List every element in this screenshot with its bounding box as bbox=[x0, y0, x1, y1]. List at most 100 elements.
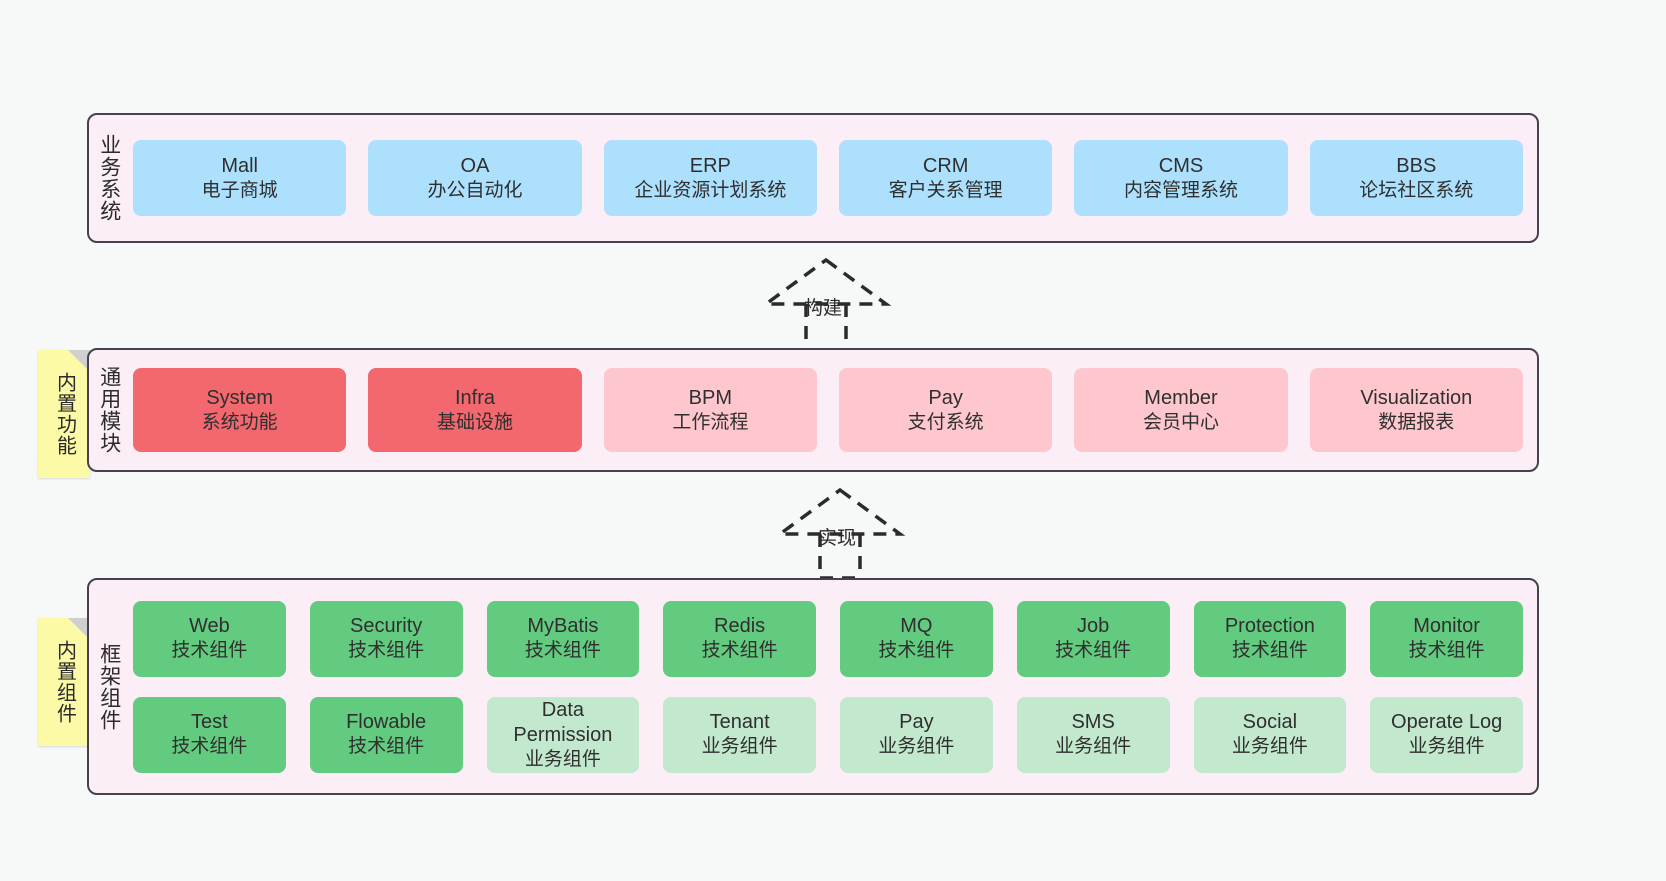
node-protection[interactable]: Protection 技术组件 bbox=[1193, 600, 1347, 677]
node-test-desc: 技术组件 bbox=[171, 736, 248, 758]
node-crm[interactable]: CRM 客户关系管理 bbox=[838, 140, 1053, 216]
node-redis-title: Redis bbox=[714, 615, 766, 638]
node-mybatis-title: MyBatis bbox=[527, 615, 599, 638]
node-data-permission[interactable]: Data Permission 业务组件 bbox=[486, 696, 640, 773]
node-protection-title: Protection bbox=[1224, 615, 1315, 638]
node-visualization-title: Visualization bbox=[1360, 386, 1473, 409]
node-erp-title: ERP bbox=[689, 154, 731, 177]
node-infra-title: Infra bbox=[454, 386, 495, 409]
node-pay-module[interactable]: Pay 支付系统 bbox=[838, 368, 1053, 452]
node-security-title: Security bbox=[350, 615, 423, 638]
node-web-desc: 技术组件 bbox=[171, 640, 248, 662]
layer-framework-component-body: Web 技术组件 Security 技术组件 MyBatis 技术组件 Redi… bbox=[129, 580, 1537, 793]
node-flowable-title: Flowable bbox=[346, 711, 427, 734]
node-sms-desc: 业务组件 bbox=[1055, 736, 1132, 758]
node-tenant-desc: 业务组件 bbox=[701, 736, 778, 758]
layer-common-module: 通用模块 System 系统功能 Infra 基础设施 BPM 工作流程 Pay bbox=[87, 348, 1539, 472]
sticky-note-builtin-function-label: 内置功能 bbox=[53, 372, 76, 456]
node-infra[interactable]: Infra 基础设施 bbox=[368, 368, 582, 452]
node-flowable-desc: 技术组件 bbox=[348, 736, 425, 758]
node-pay-component-title: Pay bbox=[899, 711, 934, 734]
node-tenant-title: Tenant bbox=[709, 711, 770, 734]
node-redis-desc: 技术组件 bbox=[701, 640, 778, 662]
connector-implement: 实现 bbox=[766, 478, 916, 580]
node-operate-log-title: Operate Log bbox=[1391, 711, 1503, 734]
node-mall-title: Mall bbox=[221, 154, 258, 177]
node-tenant[interactable]: Tenant 业务组件 bbox=[663, 696, 816, 773]
node-social-title: Social bbox=[1242, 711, 1298, 734]
node-security-desc: 技术组件 bbox=[348, 640, 425, 662]
connector-build: 构建 bbox=[752, 248, 902, 353]
node-oa[interactable]: OA 办公自动化 bbox=[368, 140, 582, 216]
node-monitor-title: Monitor bbox=[1413, 615, 1480, 638]
node-security[interactable]: Security 技术组件 bbox=[309, 600, 463, 677]
common-node-row: System 系统功能 Infra 基础设施 BPM 工作流程 Pay 支付系统… bbox=[133, 368, 1523, 452]
framework-node-row-1: Web 技术组件 Security 技术组件 MyBatis 技术组件 Redi… bbox=[133, 600, 1523, 677]
node-cms[interactable]: CMS 内容管理系统 bbox=[1074, 140, 1288, 216]
node-sms[interactable]: SMS 业务组件 bbox=[1016, 696, 1170, 773]
node-test[interactable]: Test 技术组件 bbox=[133, 696, 286, 773]
node-system-title: System bbox=[206, 386, 273, 409]
layer-framework-component: 框架组件 Web 技术组件 Security 技术组件 MyBatis 技术组件… bbox=[87, 578, 1539, 795]
node-oa-desc: 办公自动化 bbox=[427, 179, 523, 201]
node-mybatis[interactable]: MyBatis 技术组件 bbox=[486, 600, 640, 677]
sticky-fold-corner-icon bbox=[68, 350, 90, 372]
node-cms-desc: 内容管理系统 bbox=[1123, 179, 1238, 201]
node-flowable[interactable]: Flowable 技术组件 bbox=[309, 696, 463, 773]
node-redis[interactable]: Redis 技术组件 bbox=[663, 600, 816, 677]
node-bbs[interactable]: BBS 论坛社区系统 bbox=[1309, 140, 1523, 216]
node-system-desc: 系统功能 bbox=[201, 411, 278, 433]
node-mq[interactable]: MQ 技术组件 bbox=[840, 600, 993, 677]
node-social[interactable]: Social 业务组件 bbox=[1193, 696, 1347, 773]
node-monitor-desc: 技术组件 bbox=[1408, 640, 1485, 662]
node-operate-log-desc: 业务组件 bbox=[1408, 736, 1485, 758]
connector-implement-label: 实现 bbox=[818, 528, 857, 549]
node-system[interactable]: System 系统功能 bbox=[133, 368, 347, 452]
node-member[interactable]: Member 会员中心 bbox=[1074, 368, 1288, 452]
layer-business-system-label: 业务系统 bbox=[97, 134, 121, 222]
node-bpm-desc: 工作流程 bbox=[672, 411, 749, 433]
node-visualization-desc: 数据报表 bbox=[1378, 411, 1455, 433]
layer-business-system-body: Mall 电子商城 OA 办公自动化 ERP 企业资源计划系统 CRM 客户关系… bbox=[129, 115, 1537, 241]
node-social-desc: 业务组件 bbox=[1231, 736, 1308, 758]
connector-build-label: 构建 bbox=[804, 298, 843, 319]
node-web[interactable]: Web 技术组件 bbox=[133, 600, 286, 677]
layer-common-module-label: 通用模块 bbox=[97, 366, 121, 454]
node-bbs-title: BBS bbox=[1396, 154, 1437, 177]
node-protection-desc: 技术组件 bbox=[1231, 640, 1308, 662]
layer-framework-component-label: 框架组件 bbox=[97, 642, 121, 731]
node-crm-desc: 客户关系管理 bbox=[888, 179, 1003, 201]
sticky-note-builtin-function: 内置功能 bbox=[38, 350, 90, 478]
node-monitor[interactable]: Monitor 技术组件 bbox=[1370, 600, 1523, 677]
node-mq-desc: 技术组件 bbox=[878, 640, 955, 662]
node-job[interactable]: Job 技术组件 bbox=[1016, 600, 1170, 677]
sticky-note-builtin-component: 内置组件 bbox=[38, 618, 90, 746]
layer-business-system: 业务系统 Mall 电子商城 OA 办公自动化 ERP 企业资源计划系统 CRM bbox=[87, 113, 1539, 243]
node-web-title: Web bbox=[188, 615, 230, 638]
node-bbs-desc: 论坛社区系统 bbox=[1359, 179, 1474, 201]
node-mall[interactable]: Mall 电子商城 bbox=[133, 140, 347, 216]
node-job-desc: 技术组件 bbox=[1055, 640, 1132, 662]
node-bpm[interactable]: BPM 工作流程 bbox=[603, 368, 817, 452]
node-pay-module-title: Pay bbox=[928, 386, 963, 409]
node-job-title: Job bbox=[1077, 615, 1110, 638]
node-sms-title: SMS bbox=[1071, 711, 1115, 734]
node-bpm-title: BPM bbox=[688, 386, 732, 409]
node-cms-title: CMS bbox=[1158, 154, 1204, 177]
node-visualization[interactable]: Visualization 数据报表 bbox=[1309, 368, 1523, 452]
framework-node-row-2: Test 技术组件 Flowable 技术组件 Data Permission … bbox=[133, 696, 1523, 773]
node-pay-component[interactable]: Pay 业务组件 bbox=[840, 696, 993, 773]
node-member-title: Member bbox=[1144, 386, 1218, 409]
node-mall-desc: 电子商城 bbox=[201, 179, 278, 201]
node-pay-component-desc: 业务组件 bbox=[878, 736, 955, 758]
node-data-permission-title: Data Permission bbox=[513, 698, 613, 746]
node-erp[interactable]: ERP 企业资源计划系统 bbox=[603, 140, 817, 216]
node-crm-title: CRM bbox=[922, 154, 969, 177]
node-infra-desc: 基础设施 bbox=[436, 411, 513, 433]
node-operate-log[interactable]: Operate Log 业务组件 bbox=[1370, 696, 1523, 773]
layer-common-module-body: System 系统功能 Infra 基础设施 BPM 工作流程 Pay 支付系统… bbox=[129, 350, 1537, 470]
sticky-note-builtin-component-label: 内置组件 bbox=[53, 640, 76, 724]
node-member-desc: 会员中心 bbox=[1142, 411, 1219, 433]
sticky-fold-corner-icon bbox=[68, 618, 90, 640]
